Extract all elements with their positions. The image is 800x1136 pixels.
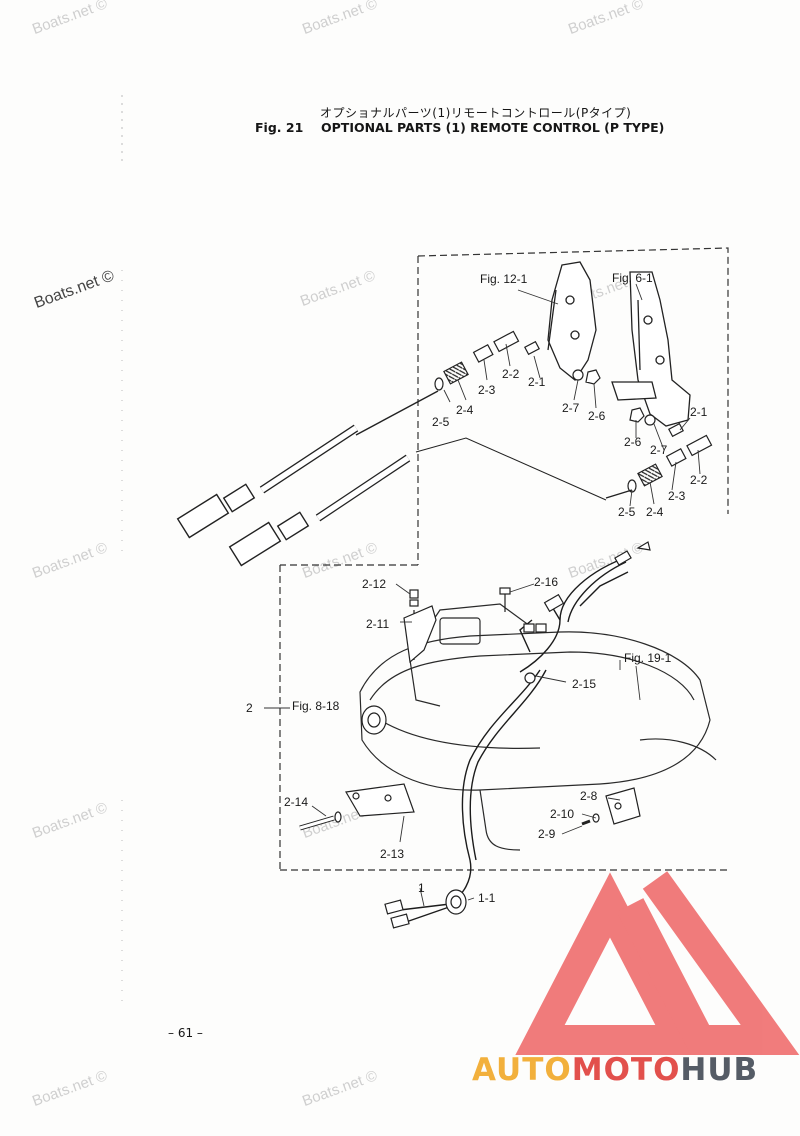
- label-2-7: 2-7: [562, 401, 580, 415]
- label-2-4: 2-4: [456, 403, 474, 417]
- label-2-3: 2-3: [478, 383, 496, 397]
- brand-moto: MOTO: [571, 1052, 681, 1088]
- brand-auto: AUTO: [472, 1052, 572, 1088]
- label-2-2-shift: 2-2: [690, 473, 708, 487]
- label-1: 1: [418, 881, 425, 895]
- shift-cable-end-parts: [627, 407, 713, 493]
- label-2-15: 2-15: [572, 677, 596, 691]
- brand-hub: HUB: [680, 1052, 759, 1088]
- automotohub-logo-mark: [515, 871, 800, 1055]
- label-fig-12-1: Fig. 12-1: [480, 272, 528, 286]
- label-fig-6-1: Fig. 6-1: [612, 271, 653, 285]
- throttle-bracket-plate: [547, 261, 597, 381]
- label-2-6-shift: 2-6: [624, 435, 642, 449]
- label-2-10: 2-10: [550, 807, 574, 821]
- label-2: 2: [246, 701, 253, 715]
- harness-connectors: [384, 541, 651, 929]
- label-2-1: 2-1: [528, 375, 546, 389]
- label-2-4-shift: 2-4: [646, 505, 664, 519]
- wire-harness: [399, 555, 631, 923]
- label-2-11: 2-11: [366, 617, 389, 631]
- mounting-hardware: [299, 587, 641, 831]
- lower-assembly-outline: [279, 565, 728, 871]
- label-1-1: 1-1: [478, 891, 496, 905]
- part-labels: Fig. 12-1 Fig. 6-1 2-2 2-1 2-3 2-4 2-5 2…: [246, 271, 708, 905]
- label-2-3-shift: 2-3: [668, 489, 686, 503]
- automotohub-wordmark: AUTOMOTOHUB: [472, 1052, 758, 1088]
- label-2-14: 2-14: [284, 795, 308, 809]
- label-2-1-shift: 2-1: [690, 405, 708, 419]
- label-2-6: 2-6: [588, 409, 606, 423]
- label-2-7-shift: 2-7: [650, 443, 668, 457]
- figure-title: OPTIONAL PARTS (1) REMOTE CONTROL (P TYP…: [321, 120, 665, 135]
- label-2-12: 2-12: [362, 577, 386, 591]
- label-2-16: 2-16: [534, 575, 558, 589]
- title-english: Fig. 21 OPTIONAL PARTS (1) REMOTE CONTROL…: [255, 120, 664, 135]
- label-fig-19-1: Fig. 19-1: [624, 651, 672, 665]
- title-japanese: オプショナルパーツ(1)リモートコントロール(Pタイプ): [320, 106, 632, 120]
- leader-lines: [264, 283, 701, 907]
- figure-number: Fig. 21: [255, 120, 304, 135]
- remote-control-cables: [176, 390, 633, 567]
- page-number: – 61 –: [168, 1026, 203, 1040]
- upper-assembly-outline: [280, 247, 729, 566]
- label-2-8: 2-8: [580, 789, 598, 803]
- label-2-5: 2-5: [432, 415, 450, 429]
- label-2-2: 2-2: [502, 367, 520, 381]
- label-fig-8-18: Fig. 8-18: [292, 699, 340, 713]
- label-2-13: 2-13: [380, 847, 404, 861]
- label-2-9: 2-9: [538, 827, 556, 841]
- label-2-5-shift: 2-5: [618, 505, 636, 519]
- throttle-cable-end-parts: [434, 330, 601, 391]
- shift-bracket-plate: [611, 271, 691, 427]
